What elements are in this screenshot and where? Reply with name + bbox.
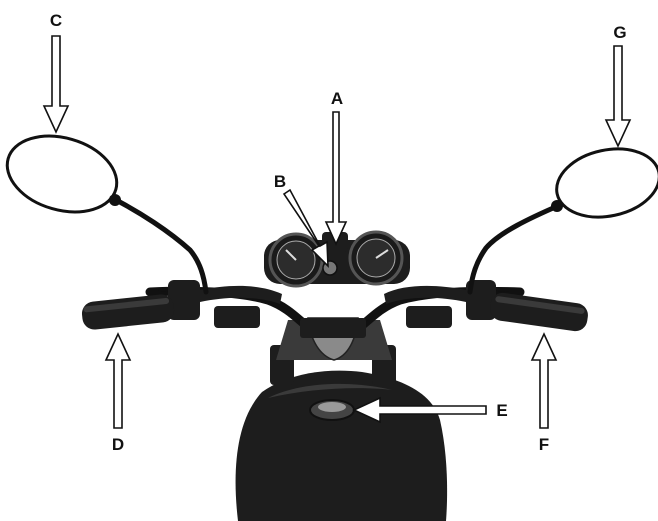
label-b: B xyxy=(274,172,286,191)
fuel-tank xyxy=(236,371,448,521)
arrow-f-icon xyxy=(532,334,556,428)
label-g: G xyxy=(613,23,626,42)
arrow-d-icon xyxy=(106,334,130,428)
arrow-g-icon xyxy=(606,46,630,146)
left-mirror xyxy=(0,124,206,292)
label-f: F xyxy=(539,435,549,454)
fuel-cap xyxy=(310,400,354,420)
label-d: D xyxy=(112,435,124,454)
label-c: C xyxy=(50,11,62,30)
left-handgrip xyxy=(81,293,175,330)
right-mirror xyxy=(470,140,658,292)
left-control-housing xyxy=(168,280,282,328)
right-handgrip xyxy=(489,291,590,332)
label-a: A xyxy=(331,89,343,108)
label-e: E xyxy=(496,401,507,420)
arrow-c-icon xyxy=(44,36,68,132)
arrow-a-icon xyxy=(326,112,346,244)
